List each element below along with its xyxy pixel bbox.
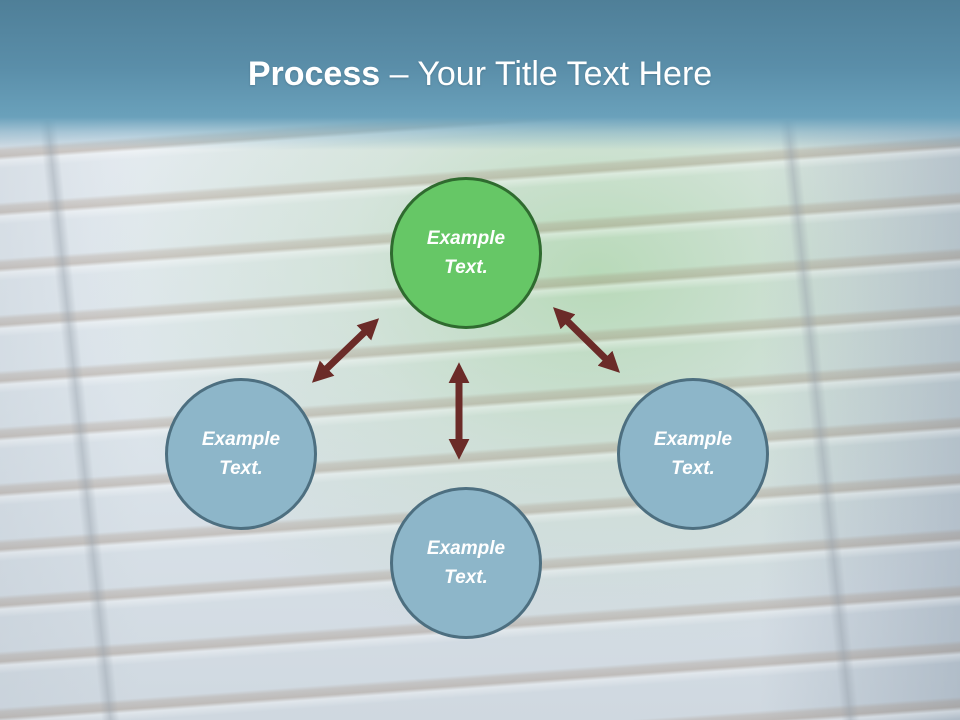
slide-title-rest: – Your Title Text Here [380,55,713,93]
slide-title-bold: Process [247,55,381,93]
step-right-text: Example Text. [653,429,733,479]
step-top-text: Example Text. [426,228,506,278]
arrow-top-right[interactable] [553,307,620,373]
slide-title[interactable]: Process – Your Title Text Here [0,52,960,96]
step-bottom-text: Example Text. [426,538,506,588]
process-step-right[interactable]: Example Text. [617,378,769,530]
process-step-left[interactable]: Example Text. [165,378,317,530]
title-bar: Process – Your Title Text Here [0,0,960,150]
process-step-top[interactable]: Example Text. [390,177,542,329]
process-step-bottom[interactable]: Example Text. [390,487,542,639]
step-left-text: Example Text. [201,429,281,479]
arrow-top-left[interactable] [311,318,380,383]
